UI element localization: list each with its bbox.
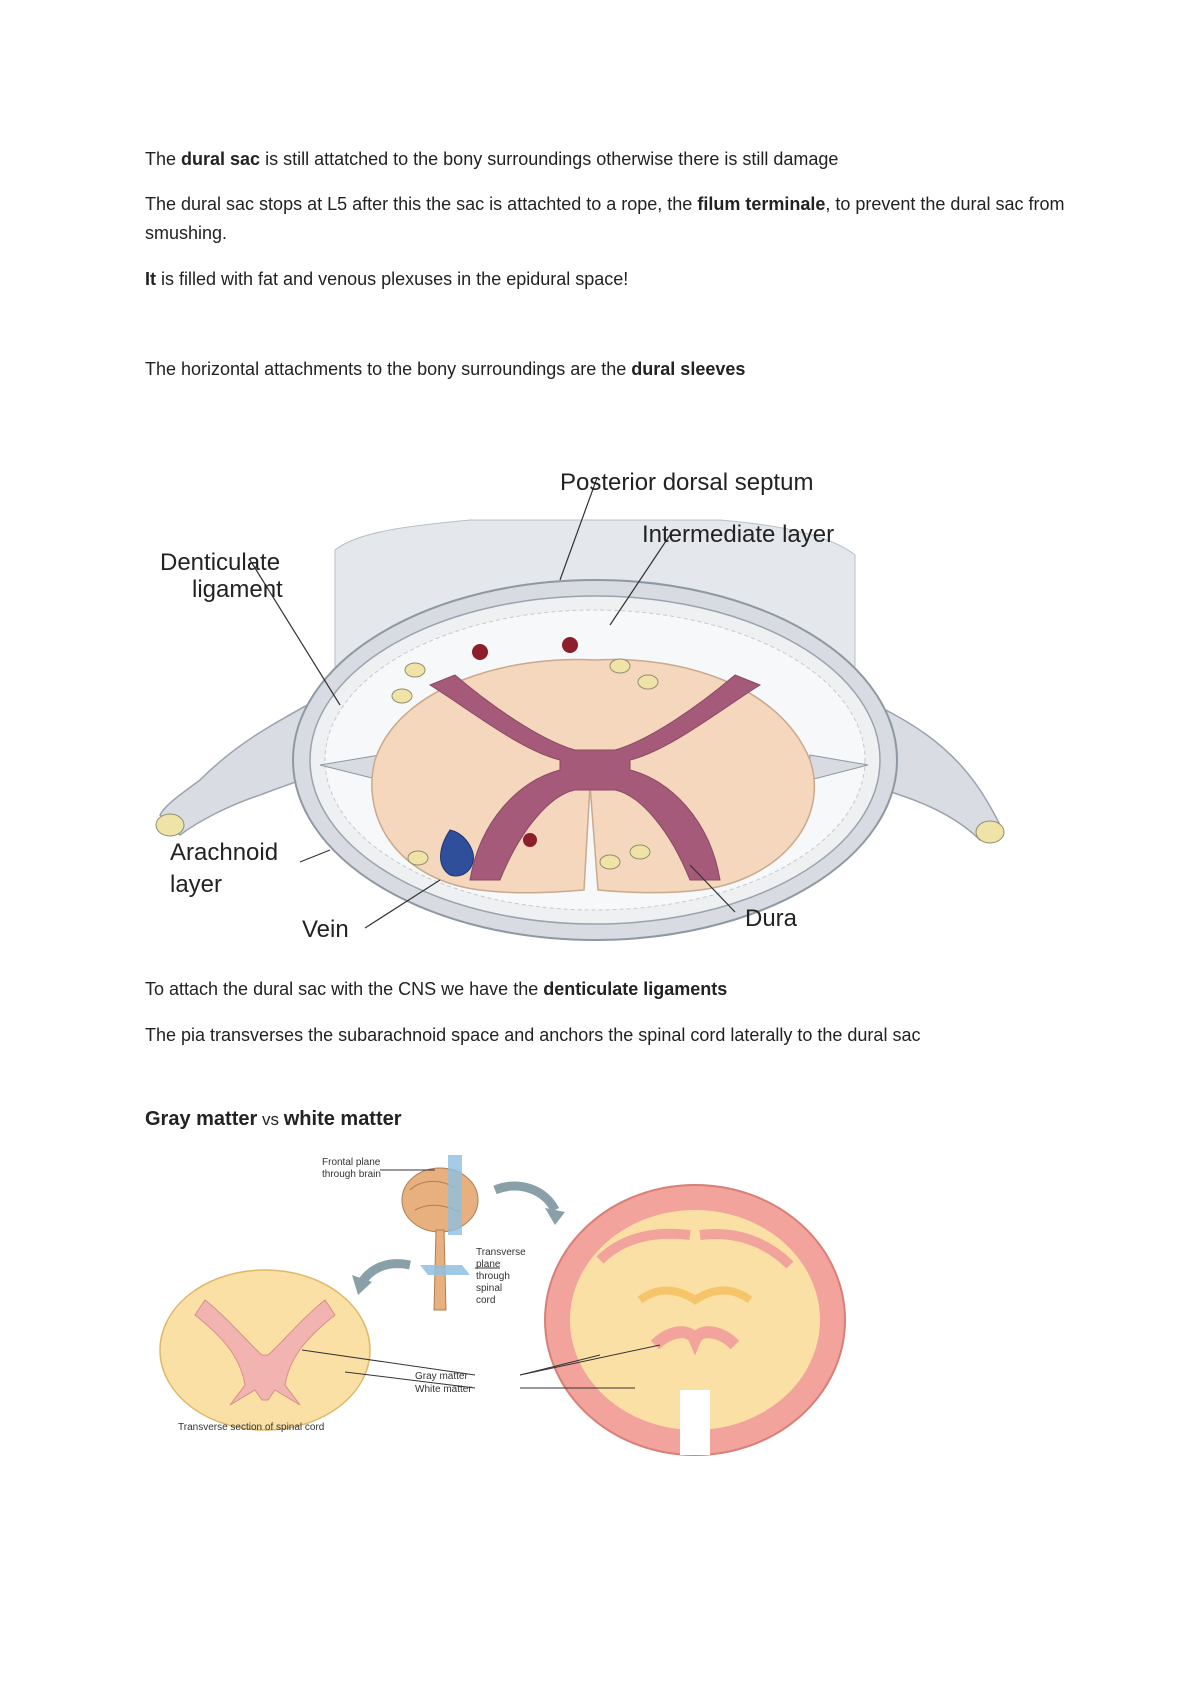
label-arachnoid-line1: Arachnoid	[170, 839, 278, 866]
label-transverse-1: Transverse	[476, 1247, 526, 1258]
section-heading-gray-vs-white: Gray matter vs white matter	[145, 1108, 402, 1131]
label-arachnoid-line2: layer	[170, 871, 222, 898]
label-transverse-2: plane	[476, 1259, 501, 1270]
heading-part: Gray matter	[145, 1108, 258, 1130]
heading-part: white matter	[283, 1108, 402, 1130]
label-transverse-5: cord	[476, 1295, 495, 1306]
paragraph-pia-anchors: The pia transverses the subarachnoid spa…	[145, 1021, 1075, 1050]
label-vein: Vein	[302, 916, 349, 943]
gray-white-matter-figure: Frontal plane through brain Transverse p…	[159, 1155, 846, 1456]
bold-term: denticulate ligaments	[543, 979, 728, 999]
caption-transverse-section: Transverse section of spinal cord	[178, 1422, 324, 1433]
label-denticulate-line1: Denticulate	[160, 549, 280, 576]
label-frontal-plane-1: Frontal plane	[322, 1157, 381, 1168]
paragraph-dural-sleeves: The horizontal attachments to the bony s…	[145, 355, 1075, 384]
bold-term: dural sleeves	[631, 359, 746, 379]
spinal-cord-gray-matter	[428, 674, 762, 881]
spinal-cord-section	[159, 1269, 371, 1431]
bold-term: dural sac	[181, 149, 261, 169]
bold-term: filum terminale	[697, 194, 826, 214]
text: is filled with fat and venous plexuses i…	[156, 269, 629, 289]
paragraph-denticulate-ligaments: To attach the dural sac with the CNS we …	[145, 975, 1075, 1004]
label-denticulate-line2: ligament	[192, 576, 283, 603]
paragraph-dural-sac-attachment: The dural sac is still attatched to the …	[145, 145, 1075, 174]
label-white-matter: White matter	[415, 1384, 472, 1395]
text: is still attatched to the bony surroundi…	[260, 149, 839, 169]
label-transverse-3: through	[476, 1271, 510, 1282]
spinal-cord-meninges-figure: Posterior dorsal septum Intermediate lay…	[155, 469, 1005, 943]
label-gray-matter: Gray matter	[415, 1371, 468, 1382]
label-dura: Dura	[745, 905, 798, 932]
spinal-gray-matter	[194, 1299, 336, 1406]
bold-term: It	[145, 269, 156, 289]
vein	[440, 829, 474, 877]
text: The	[145, 149, 182, 169]
paragraph-epidural-space: It is filled with fat and venous plexuse…	[145, 265, 1075, 294]
paragraph-filum-terminale: The dural sac stops at L5 after this the…	[145, 190, 1075, 248]
text: The dural sac stops at L5 after this the…	[145, 194, 698, 214]
label-transverse-4: spinal	[476, 1283, 502, 1294]
label-intermediate-layer: Intermediate layer	[642, 521, 834, 548]
text: The pia transverses the subarachnoid spa…	[145, 1025, 921, 1045]
text: To attach the dural sac with the CNS we …	[145, 979, 544, 999]
label-frontal-plane-2: through brain	[322, 1169, 381, 1180]
label-posterior-dorsal-septum: Posterior dorsal septum	[560, 469, 813, 496]
text: The horizontal attachments to the bony s…	[145, 359, 632, 379]
text: , to prevent the dural sac from smushing…	[145, 194, 1065, 243]
heading-part: vs	[257, 1110, 284, 1129]
